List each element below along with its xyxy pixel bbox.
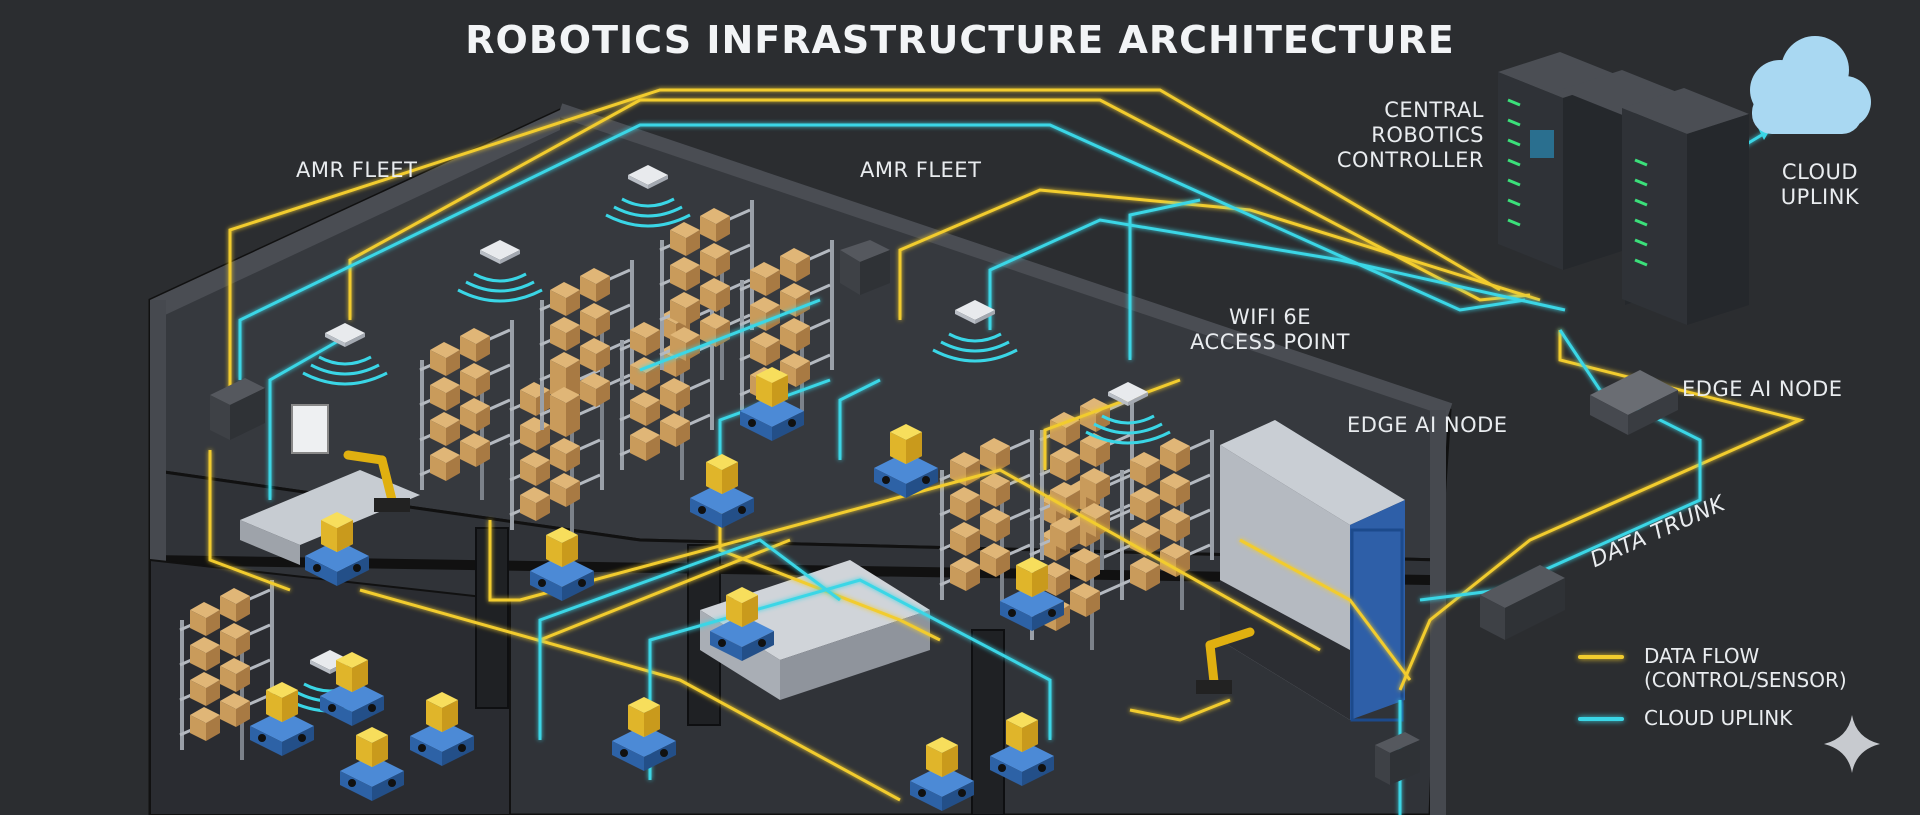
legend-item-data-flow: DATA FLOW (CONTROL/SENSOR) [1578,644,1847,692]
label-cloud-uplink: CLOUD UPLINK [1780,160,1860,209]
cloud-uplink-lines [238,123,1771,815]
data-flow-lines [208,88,1805,802]
legend-label-cloud-uplink: CLOUD UPLINK [1644,706,1793,730]
server-rack-icon [1498,52,1749,325]
legend-item-cloud-uplink: CLOUD UPLINK [1578,706,1792,730]
edge-node-icon [210,378,265,440]
cloud-icon [1750,36,1871,134]
edge-node-icon [1590,370,1678,435]
label-amr-fleet-left: AMR FLEET [296,158,418,182]
edge-node-icon [840,240,890,295]
robot-arm-icon [1205,627,1255,687]
legend-swatch-data-flow [1578,655,1624,659]
label-edge-ai-node-center: EDGE AI NODE [1347,413,1508,437]
sparkle-icon [1824,715,1880,773]
robot-arm-icon [343,450,397,505]
edge-node-icon [1480,565,1565,640]
edge-node-icon [1375,732,1420,785]
label-central-controller: CENTRAL ROBOTICS CONTROLLER [1336,98,1484,172]
pillar [475,527,509,709]
label-wifi-access-point: WIFI 6E ACCESS POINT [1190,305,1350,354]
pillar [971,629,1005,815]
diagram-title: ROBOTICS INFRASTRUCTURE ARCHITECTURE [465,18,1455,62]
storage-tower [1220,420,1405,525]
legend-label-data-flow: DATA FLOW (CONTROL/SENSOR) [1644,644,1847,692]
label-edge-ai-node-right: EDGE AI NODE [1682,377,1843,401]
label-amr-fleet-center: AMR FLEET [860,158,982,182]
workstation-desk [240,470,420,545]
legend-swatch-cloud-uplink [1578,717,1624,721]
